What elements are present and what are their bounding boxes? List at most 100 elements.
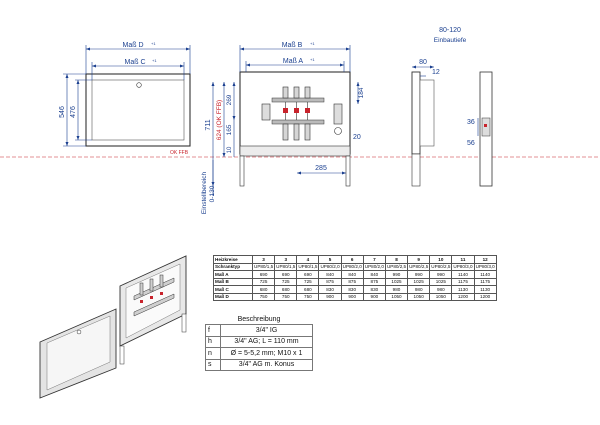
dim-sup-d: +1 xyxy=(151,41,156,46)
spec-cell: 840 xyxy=(362,270,386,279)
installed-view: Maß B +1 Maß A +1 711 624 (OK FFB) 269 1… xyxy=(201,41,365,214)
dim-label-a: Maß A xyxy=(283,58,304,65)
spec-header-cell: 4 xyxy=(296,255,320,264)
dim-label-476: 476 xyxy=(70,106,77,118)
dim-label-20: 20 xyxy=(353,134,361,141)
pump-housing xyxy=(333,103,343,125)
spec-cell: 900 xyxy=(318,292,342,301)
floor-label: OK FFB xyxy=(170,150,189,156)
isometric-view xyxy=(39,255,187,399)
spec-cell: 1025 xyxy=(429,277,453,286)
spec-cell: 980 xyxy=(407,285,431,294)
dim-label-b: Maß B xyxy=(282,42,303,49)
legend-key: s xyxy=(205,358,221,371)
spec-table: Heizkreise 3 3 4 5 6 7 8 9 10 11 12 Schr… xyxy=(213,255,497,301)
dim-sup-b: +1 xyxy=(310,41,315,46)
spec-cell: 725 xyxy=(296,277,320,286)
spec-row-mass-c: Maß C 680 680 680 830 830 830 980 980 98… xyxy=(213,285,497,294)
dim-label-c: Maß C xyxy=(125,59,146,66)
spec-cell: 680 xyxy=(296,285,320,294)
spec-header-cell: 10 xyxy=(429,255,453,264)
spec-cell: UP80/2,0 xyxy=(318,262,342,271)
spec-cell: UP80/2,5 xyxy=(384,262,409,271)
legend-value: 3/4" AG; L = 110 mm xyxy=(220,335,313,348)
spec-cell: 750 xyxy=(274,292,298,301)
spec-cell: 1175 xyxy=(473,277,497,286)
cabinet-base-rail xyxy=(239,145,351,157)
legend-value: 3/4" IG xyxy=(220,324,313,337)
iso-valve-caps xyxy=(140,292,163,303)
dim-label-184: 184 xyxy=(358,87,365,98)
dim-label-56: 56 xyxy=(467,140,475,147)
spec-cell: 1175 xyxy=(451,277,475,286)
spec-cell: 875 xyxy=(318,277,342,286)
dim-label-d: Maß D xyxy=(123,42,144,49)
spec-cell: 1025 xyxy=(384,277,409,286)
spec-cell: Maß C xyxy=(213,285,253,294)
iso-right-foot xyxy=(181,313,187,333)
spec-header-cell: 6 xyxy=(340,255,364,264)
spec-cell: UP80/2,0 xyxy=(362,262,386,271)
spec-table-header: Heizkreise 3 3 4 5 6 7 8 9 10 11 12 xyxy=(213,255,497,264)
spec-cell: 680 xyxy=(274,285,298,294)
spec-header-cell: 11 xyxy=(451,255,475,264)
spec-cell: 1130 xyxy=(451,285,475,294)
spec-cell: 690 xyxy=(251,270,276,279)
dim-label-624: 624 (OK FFB) xyxy=(216,100,223,140)
dim-label-einstell-range: 0-130 xyxy=(209,185,216,202)
dim-label-165: 165 xyxy=(226,124,233,135)
dim-label-80: 80 xyxy=(419,59,427,66)
iso-door-lock-icon xyxy=(76,329,82,335)
manifold-bar-top xyxy=(271,97,325,103)
spec-cell: Schranktyp xyxy=(213,262,253,271)
side-back-panel xyxy=(411,71,421,155)
right-foot xyxy=(345,155,351,187)
dim-label-711: 711 xyxy=(205,119,212,130)
spec-cell: 830 xyxy=(362,285,386,294)
spec-cell: 690 xyxy=(296,270,320,279)
spec-cell: 1050 xyxy=(429,292,453,301)
spec-cell: UP80/1,5 xyxy=(296,262,320,271)
front-view: Maß D +1 Maß C +1 546 476 OK FFB xyxy=(0,41,600,158)
flow-meter xyxy=(261,103,271,121)
left-foot xyxy=(239,155,245,187)
spec-cell: 980 xyxy=(384,285,409,294)
spec-cell: Maß D xyxy=(213,292,253,301)
legend-key: h xyxy=(205,335,221,348)
legend-row: f 3/4" IG xyxy=(205,324,313,337)
spec-cell: 1130 xyxy=(473,285,497,294)
valve-caps xyxy=(283,108,310,113)
spec-cell: UP80/2,5 xyxy=(407,262,431,271)
spec-cell: 1050 xyxy=(407,292,431,301)
side-view: 80-120 Einbautiefe 80 12 36 56 xyxy=(411,27,493,187)
spec-cell: 830 xyxy=(318,285,342,294)
spec-cell: UP80/2,0 xyxy=(340,262,364,271)
legend-key: n xyxy=(205,347,221,360)
manifold-bar-bottom xyxy=(271,119,325,125)
spec-cell: UP80/1,5 xyxy=(274,262,298,271)
legend-table: Beschreibung f 3/4" IG h 3/4" AG; L = 11… xyxy=(205,316,313,371)
legend-row: s 3/4" AG m. Konus xyxy=(205,358,313,371)
legend-key: f xyxy=(205,324,221,337)
legend-title: Beschreibung xyxy=(237,316,281,323)
legend-row: n Ø = 5-5,2 mm; M10 x 1 xyxy=(205,347,313,360)
spec-header-cell: 9 xyxy=(407,255,431,264)
dim-label-36: 36 xyxy=(467,119,475,126)
spec-cell: 875 xyxy=(340,277,364,286)
door-lock-icon xyxy=(136,82,142,88)
side-valve xyxy=(484,124,487,127)
spec-cell: 680 xyxy=(251,285,276,294)
spec-header-cell: 8 xyxy=(384,255,409,264)
spec-cell: 900 xyxy=(340,292,364,301)
spec-cell: 980 xyxy=(429,285,453,294)
spec-cell: 1140 xyxy=(451,270,475,279)
spec-cell: 875 xyxy=(362,277,386,286)
door-panel xyxy=(91,79,185,141)
legend-row: h 3/4" AG; L = 110 mm xyxy=(205,335,313,348)
dim-label-12: 12 xyxy=(432,69,440,76)
spec-cell: 990 xyxy=(429,270,453,279)
spec-cell: 830 xyxy=(340,285,364,294)
spec-cell: 1200 xyxy=(473,292,497,301)
spec-header-cell: Heizkreise xyxy=(213,255,253,264)
